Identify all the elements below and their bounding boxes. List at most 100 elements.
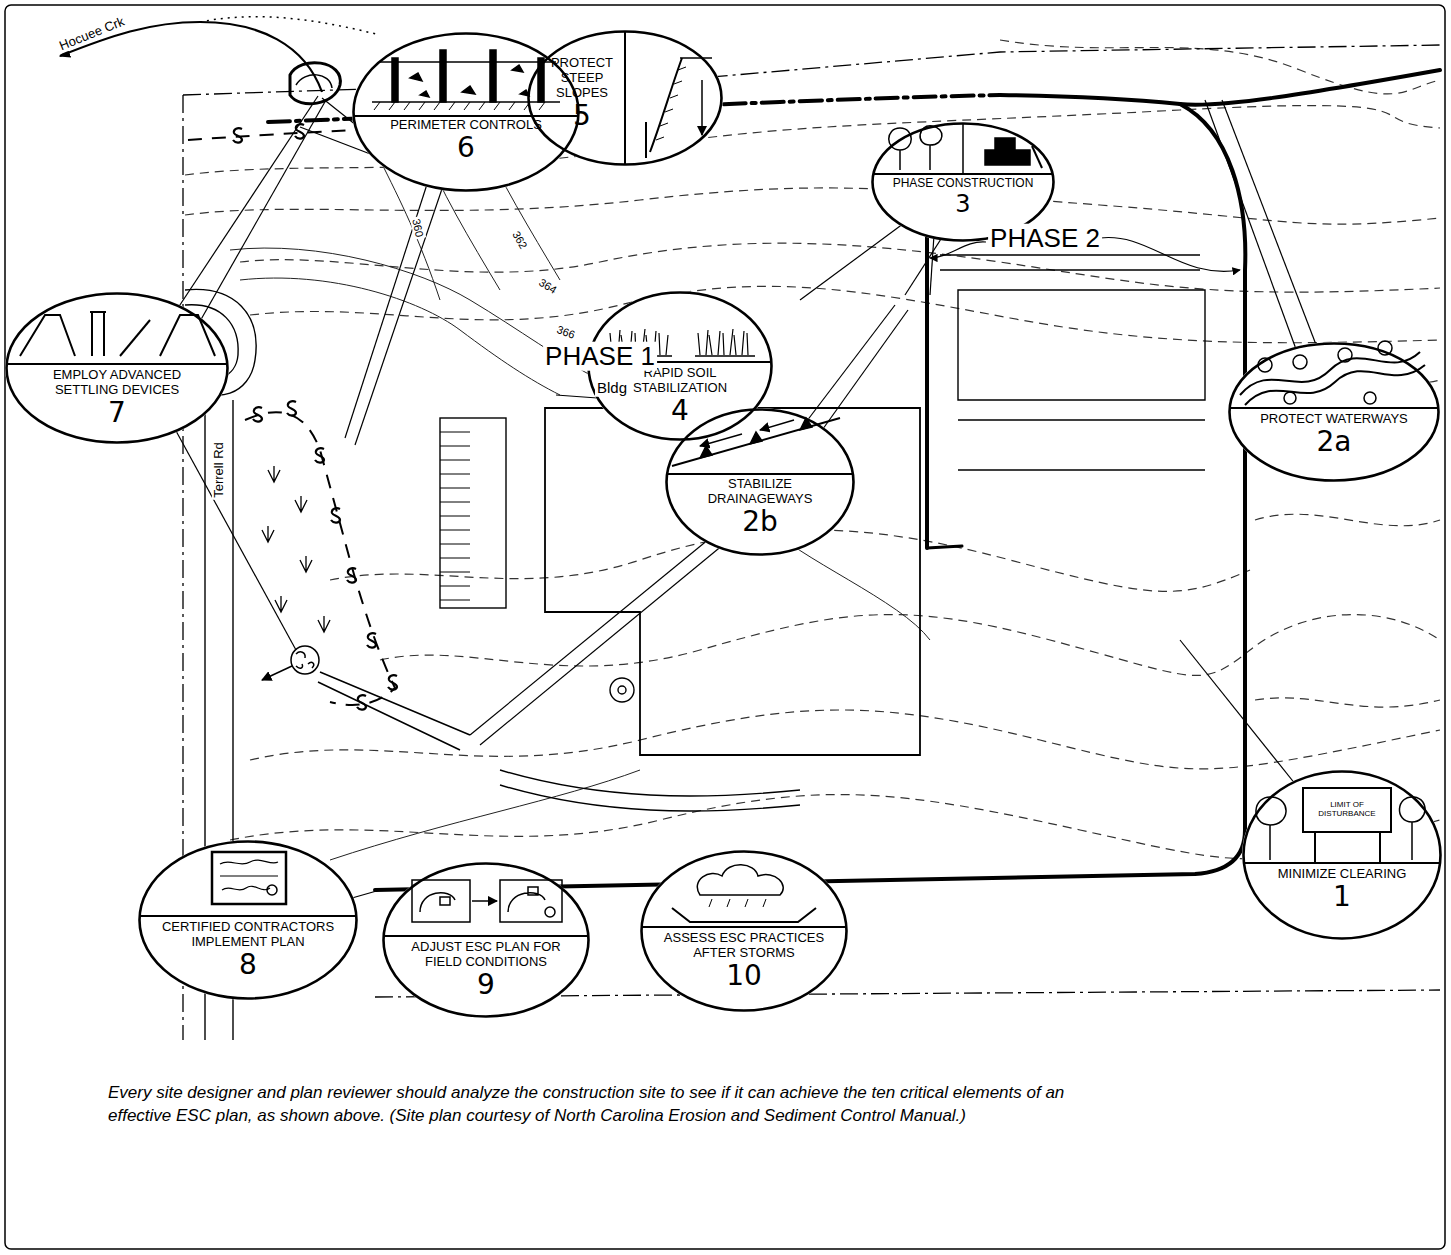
contour (185, 188, 1440, 224)
trap (291, 646, 319, 674)
fence-symbol (367, 633, 376, 647)
ellipse-border (1244, 772, 1441, 939)
wetland-mark (318, 616, 330, 632)
leader (800, 215, 915, 300)
baffle (120, 320, 150, 356)
trap-stone (296, 652, 314, 668)
callout-text: ASSESS ESC PRACTICES AFTER STORMS10 (653, 931, 835, 992)
ellipse-border (1230, 344, 1439, 481)
sediment-trap (262, 646, 470, 750)
certificate-icon (212, 852, 286, 904)
callout-ellipse: PROTECT WATERWAYS2a (1228, 342, 1440, 482)
wetland-mark (268, 466, 280, 482)
callout-text: RAPID SOIL STABILIZATION4 (602, 366, 758, 427)
buffer-tree (1293, 355, 1307, 369)
clearing-icon (1256, 788, 1425, 862)
fence-symbol (315, 448, 324, 462)
divider (641, 926, 847, 928)
callout-ellipse: CERTIFIED CONTRACTORS IMPLEMENT PLAN8 (138, 840, 358, 1000)
flow-arrow (760, 420, 794, 430)
berm (160, 315, 215, 356)
outlet (262, 666, 292, 680)
parking-stalls (440, 432, 470, 600)
slope-cover (656, 67, 686, 140)
soil-hatch (374, 102, 545, 110)
wetland-mark (262, 526, 274, 542)
callout-title: PHASE CONSTRUCTION (893, 177, 1034, 191)
seal (267, 885, 277, 895)
callout-ground (1242, 770, 1442, 940)
diversion (1000, 70, 1440, 105)
callout-number: 10 (726, 961, 762, 992)
callout-text: CERTIFIED CONTRACTORS IMPLEMENT PLAN8 (152, 920, 344, 981)
ellipse-outline (352, 32, 580, 192)
drainageway-icon (672, 418, 840, 466)
tree (920, 126, 942, 170)
wetland-mark (295, 496, 307, 512)
phase-1-building (545, 408, 920, 755)
callout-number: 1 (1333, 882, 1351, 913)
callout-number: 6 (457, 133, 475, 164)
ellipse-border (354, 34, 579, 191)
adjust-arrow (472, 900, 497, 902)
divider (624, 31, 626, 165)
callout-text: ADJUST ESC PLAN FOR FIELD CONDITIONS9 (395, 940, 577, 1001)
divider (6, 363, 228, 365)
callout-text: STABILIZE DRAINAGEWAYS2b (680, 477, 840, 538)
phase-arrow (1100, 237, 1240, 271)
ellipse-border (642, 852, 847, 1011)
callout-title: MINIMIZE CLEARING (1278, 867, 1407, 882)
certificate (212, 852, 286, 904)
swale (318, 672, 470, 750)
fence-post (440, 50, 446, 102)
buildings-and-paving (185, 255, 1205, 811)
drive (940, 255, 1205, 470)
fence-symbol (347, 568, 356, 582)
contour (1255, 698, 1440, 707)
contour-elevation: 362 (509, 227, 531, 252)
wetland-mark (300, 556, 312, 572)
fence-symbol (253, 407, 262, 421)
ellipse-border (7, 294, 228, 443)
sediment-basin (296, 75, 332, 88)
settling-icon (20, 312, 215, 356)
callout-ground (527, 30, 723, 166)
callout-text: PHASE CONSTRUCTION3 (881, 177, 1045, 217)
sediment (410, 65, 529, 97)
wetland-mark (275, 596, 287, 612)
callout-ellipse: PROTECT STEEP SLOPES5 (527, 30, 723, 166)
callout-ground (138, 840, 358, 1000)
phase-arrow (930, 242, 986, 258)
callout-ground (665, 408, 855, 556)
divider (1243, 862, 1441, 864)
bulldozer (985, 138, 1030, 165)
existing-contours (185, 40, 1440, 859)
silt-fence (188, 111, 600, 709)
riser (90, 312, 106, 356)
contour-elevation: 364 (535, 275, 560, 297)
callout-ellipse: ASSESS ESC PRACTICES AFTER STORMS10 (640, 850, 848, 1012)
phase-2-building (958, 290, 1205, 400)
callout-title: CERTIFIED CONTRACTORS IMPLEMENT PLAN (152, 920, 344, 950)
check-dam (700, 418, 812, 458)
callout-icons (20, 50, 1425, 922)
divider (1229, 407, 1439, 409)
callout-ellipse: MINIMIZE CLEARING1 (1242, 770, 1442, 940)
runoff-arrow (701, 80, 703, 135)
fabric (380, 61, 556, 63)
phasing-icon (889, 123, 1042, 174)
pond-symbol (618, 686, 626, 694)
drive (500, 770, 800, 811)
leader (355, 180, 445, 445)
plan-mark (545, 907, 555, 917)
leader (170, 420, 296, 650)
basin (672, 908, 816, 922)
callout-ellipse: STABILIZE DRAINAGEWAYS2b (665, 408, 855, 556)
sign (1303, 788, 1391, 832)
callout-dividers (6, 31, 1441, 936)
callout-title: PROTECT WATERWAYS (1260, 412, 1408, 427)
divider (666, 473, 854, 475)
callout-number: 2a (1317, 427, 1352, 458)
